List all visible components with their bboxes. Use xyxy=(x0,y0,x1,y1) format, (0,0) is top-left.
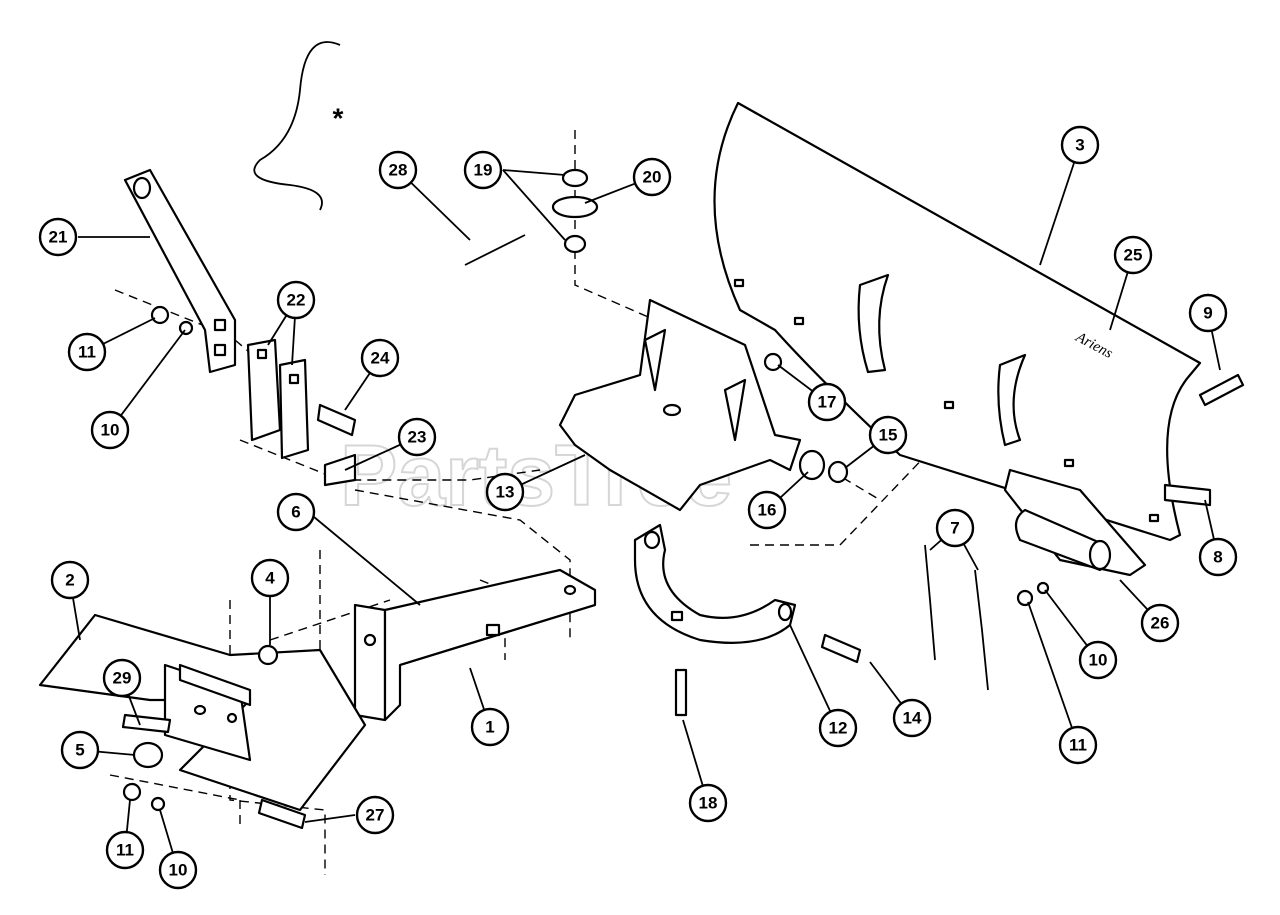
callout-23: 23 xyxy=(397,417,437,457)
cable xyxy=(253,41,341,211)
svg-text:9: 9 xyxy=(1203,304,1212,323)
callout-2: 2 xyxy=(50,560,90,600)
side-plates xyxy=(246,338,310,460)
pivot-plate xyxy=(558,298,802,512)
svg-text:10: 10 xyxy=(1089,651,1108,670)
svg-text:10: 10 xyxy=(169,861,188,880)
callout-8: 8 xyxy=(1198,537,1238,577)
callouts: 1 2 3 4 5 6 7 8 9 10 10 10 11 11 11 12 1… xyxy=(38,125,1238,890)
svg-text:25: 25 xyxy=(1124,246,1143,265)
mount-plates xyxy=(38,613,367,812)
svg-text:7: 7 xyxy=(950,519,959,538)
callout-9: 9 xyxy=(1188,293,1228,333)
svg-text:12: 12 xyxy=(829,719,848,738)
callout-22: 22 xyxy=(276,280,316,320)
svg-text:24: 24 xyxy=(371,349,390,368)
hardware xyxy=(121,168,1245,830)
springs xyxy=(464,234,989,691)
asterisk-marker: * xyxy=(333,103,344,134)
callout-3: 3 xyxy=(1060,125,1100,165)
moldboard-blade: Ariens xyxy=(713,101,1212,542)
svg-text:4: 4 xyxy=(265,569,275,588)
svg-text:3: 3 xyxy=(1075,136,1084,155)
svg-text:11: 11 xyxy=(116,841,134,860)
svg-text:5: 5 xyxy=(75,741,84,760)
callout-27: 27 xyxy=(355,795,395,835)
svg-text:11: 11 xyxy=(1069,736,1087,755)
svg-text:22: 22 xyxy=(287,291,306,310)
callout-12: 12 xyxy=(818,708,858,748)
callout-1: 1 xyxy=(470,707,510,747)
svg-text:13: 13 xyxy=(496,483,515,502)
callout-14: 14 xyxy=(892,698,932,738)
callout-28: 28 xyxy=(378,150,418,190)
callout-5: 5 xyxy=(60,730,100,770)
callout-26: 26 xyxy=(1140,603,1180,643)
callout-19: 19 xyxy=(463,150,503,190)
svg-text:20: 20 xyxy=(643,168,662,187)
svg-text:18: 18 xyxy=(699,794,718,813)
callout-20: 20 xyxy=(632,157,672,197)
svg-text:6: 6 xyxy=(291,503,300,522)
callout-6: 6 xyxy=(276,492,316,532)
callout-10-a: 10 xyxy=(90,410,130,450)
callout-16: 16 xyxy=(747,490,787,530)
svg-text:27: 27 xyxy=(366,806,385,825)
svg-text:23: 23 xyxy=(408,428,427,447)
callout-7: 7 xyxy=(935,508,975,548)
callout-18: 18 xyxy=(688,783,728,823)
svg-text:15: 15 xyxy=(879,426,898,445)
callout-11-b: 11 xyxy=(1058,725,1098,765)
callout-11-a: 11 xyxy=(67,332,107,372)
svg-text:17: 17 xyxy=(818,393,837,412)
svg-text:11: 11 xyxy=(78,343,96,362)
callout-13: 13 xyxy=(485,472,525,512)
svg-text:19: 19 xyxy=(474,161,493,180)
callout-10-c: 10 xyxy=(158,850,198,890)
callout-11-c: 11 xyxy=(105,830,145,870)
svg-text:2: 2 xyxy=(65,571,74,590)
callout-17: 17 xyxy=(807,382,847,422)
svg-text:21: 21 xyxy=(49,228,68,247)
svg-text:26: 26 xyxy=(1151,614,1170,633)
callout-15: 15 xyxy=(868,415,908,455)
arc-bracket xyxy=(633,523,797,644)
callout-10-b: 10 xyxy=(1078,640,1118,680)
callout-24: 24 xyxy=(360,338,400,378)
main-frame xyxy=(353,568,597,722)
callout-25: 25 xyxy=(1113,235,1153,275)
skid-shoe xyxy=(1003,468,1147,577)
callout-21: 21 xyxy=(38,217,78,257)
lift-arm xyxy=(123,168,237,374)
svg-text:14: 14 xyxy=(903,709,922,728)
svg-text:29: 29 xyxy=(113,669,132,688)
svg-text:28: 28 xyxy=(389,161,408,180)
callout-29: 29 xyxy=(102,658,142,698)
svg-text:1: 1 xyxy=(485,718,494,737)
svg-text:16: 16 xyxy=(758,501,777,520)
svg-text:10: 10 xyxy=(101,421,120,440)
callout-4: 4 xyxy=(250,558,290,598)
svg-text:8: 8 xyxy=(1213,548,1222,567)
